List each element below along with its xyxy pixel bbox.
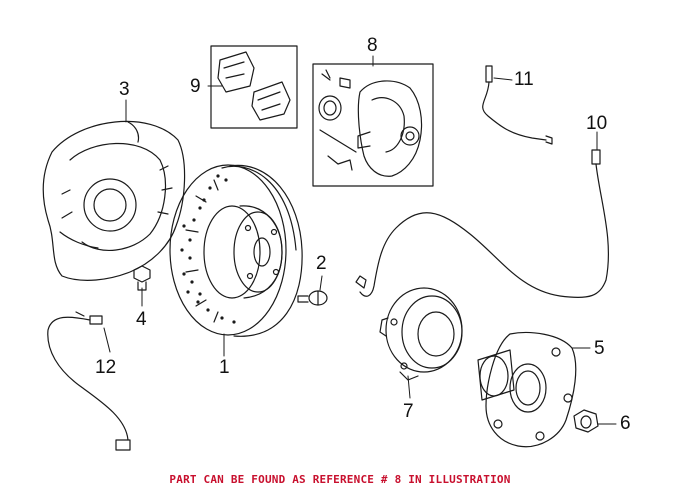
- callout-9: 9: [190, 76, 201, 97]
- hub-nut-part: [573, 409, 599, 433]
- rotor-drill-holes: [180, 174, 236, 324]
- caliper-kit: [312, 63, 434, 187]
- callout-6: 6: [620, 413, 631, 434]
- wear-sensor-cable: [355, 149, 609, 299]
- screw-part-2: [297, 290, 328, 306]
- reference-caption: PART CAN BE FOUND AS REFERENCE # 8 IN IL…: [169, 473, 511, 486]
- callout-3: 3: [119, 79, 130, 100]
- callout-11: 11: [514, 69, 534, 90]
- callout-10: 10: [586, 113, 608, 134]
- brake-rotor-part: [169, 164, 303, 337]
- brake-hose-part: [482, 65, 553, 145]
- callout-7: 7: [403, 401, 414, 422]
- leader-lines: [103, 55, 617, 425]
- dust-shield-part: [42, 120, 186, 281]
- brake-pads-kit: [210, 45, 298, 129]
- callout-5: 5: [594, 338, 605, 359]
- callout-12: 12: [95, 357, 117, 378]
- callout-4: 4: [136, 309, 147, 330]
- abs-sensor-part: [47, 311, 131, 451]
- callout-1: 1: [219, 357, 230, 378]
- callout-2: 2: [316, 253, 327, 274]
- callout-8: 8: [367, 35, 378, 56]
- wheel-hub-part: [477, 331, 577, 448]
- wheel-bearing-part: [379, 287, 463, 381]
